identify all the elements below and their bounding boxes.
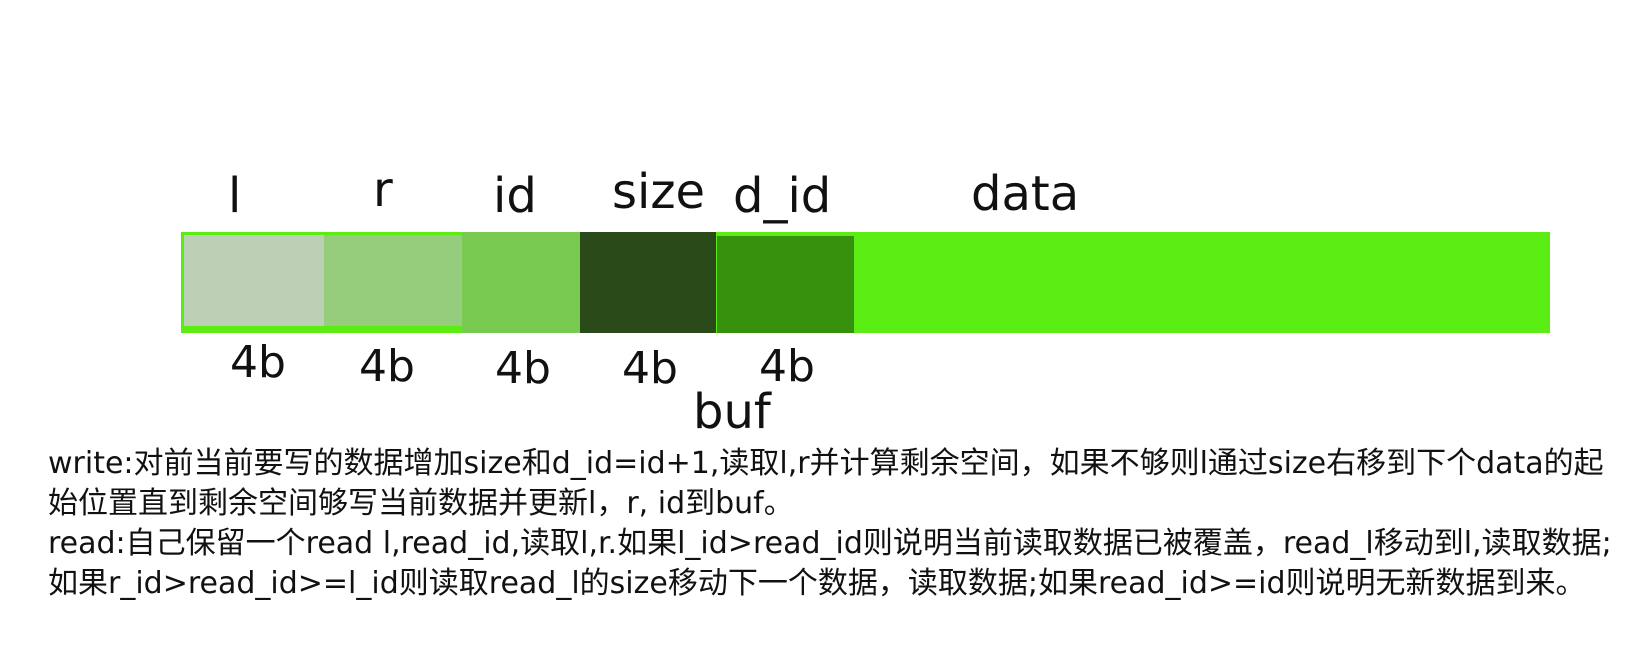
field-label-data: data: [971, 166, 1080, 222]
size-label-size: 4b: [622, 343, 678, 394]
size-label-d-id: 4b: [759, 341, 815, 392]
segment-r: [324, 235, 462, 326]
segment-size: [580, 232, 716, 333]
segment-d-id: [717, 236, 854, 333]
field-label-size: size: [612, 164, 706, 220]
segment-l: [184, 235, 324, 326]
size-label-id: 4b: [495, 343, 551, 394]
segment-data: [854, 232, 1550, 333]
field-label-d-id: d_id: [733, 168, 832, 224]
field-label-r: r: [373, 162, 393, 218]
write-description: write:对前当前要写的数据增加size和d_id=id+1,读取l,r并计算…: [48, 446, 1604, 521]
field-label-id: id: [493, 168, 537, 224]
read-description: read:自己保留一个read l,read_id,读取l,r.如果l_id>r…: [48, 526, 1612, 601]
size-label-l: 4b: [230, 337, 286, 388]
buffer-label: buf: [693, 384, 771, 440]
buffer-strip: [181, 232, 1550, 333]
description: write:对前当前要写的数据增加size和d_id=id+1,读取l,r并计算…: [48, 444, 1628, 604]
size-label-r: 4b: [359, 341, 415, 392]
segment-id: [462, 232, 580, 333]
field-label-l: l: [228, 168, 242, 224]
